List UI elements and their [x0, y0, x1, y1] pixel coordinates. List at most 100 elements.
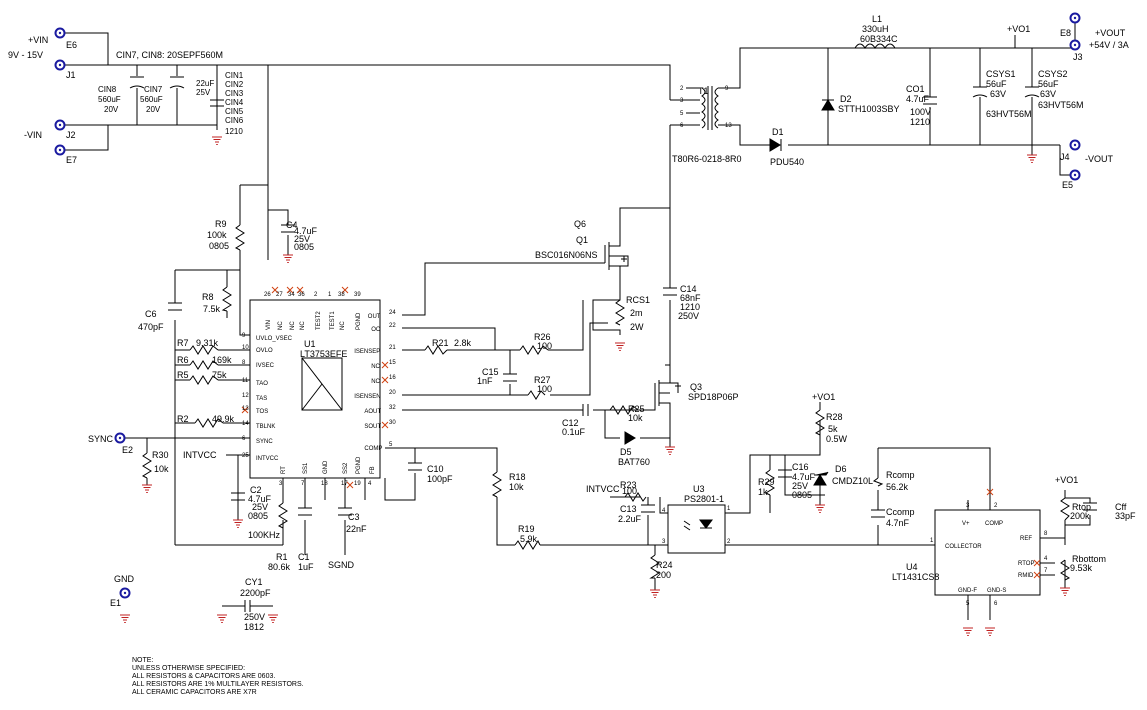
u4-pin3: 3: [966, 503, 970, 509]
c12-ref: C12: [562, 418, 579, 428]
u1-pin-uvlo_vsec: UVLO_VSEC: [256, 336, 293, 342]
u4-collector: COLLECTOR: [945, 544, 982, 550]
cy1-pkg: 1812: [244, 622, 264, 632]
notes: NOTE: UNLESS OTHERWISE SPECIFIED: ALL RE…: [132, 657, 304, 696]
u1-pinnum: 15: [389, 360, 396, 366]
t1-pin3: 3: [680, 98, 684, 104]
cin6: CIN6: [225, 116, 244, 125]
e6: E6: [66, 40, 77, 50]
q3-part: SPD18P06P: [688, 392, 739, 402]
c6-value: 470pF: [138, 322, 164, 332]
u1-pin-nc: NC: [371, 379, 380, 385]
q6-ref: Q6: [574, 219, 586, 229]
cin8-ref: CIN8: [98, 85, 117, 94]
u1-pin-vin: VIN: [266, 320, 272, 330]
cbank-volt: 25V: [196, 88, 211, 97]
c3-ref: C3: [348, 512, 360, 522]
u4-comp: COMP: [985, 521, 1003, 527]
r8-ref: R8: [202, 292, 214, 302]
c2-value: 4.7uF: [248, 494, 272, 504]
cy1-volt: 250V: [244, 612, 265, 622]
c10-value: 100pF: [427, 474, 453, 484]
u3-part: PS2801-1: [684, 494, 724, 504]
r21-ref: R21: [432, 338, 449, 348]
u1-pin-ovlo: OVLO: [256, 348, 273, 354]
r29-value: 1k: [758, 487, 768, 497]
u1-pin-pgnd: PGND: [356, 456, 362, 474]
c4-volt: 25V: [294, 234, 310, 244]
r8-value: 7.5k: [203, 304, 221, 314]
u3-pin4: 4: [662, 508, 666, 514]
r19-value: 5.9k: [520, 534, 538, 544]
c15-ref: C15: [482, 367, 499, 377]
e2: E2: [122, 445, 133, 455]
r30-ref: R30: [152, 450, 169, 460]
input-cap-labels: CIN7, CIN8: 20SEPF560M CIN8 560uF 20V CI…: [98, 50, 244, 136]
u1-pinnum: 12: [242, 393, 249, 399]
r28-power: 0.5W: [826, 434, 848, 444]
vin-range: 9V - 15V: [8, 50, 43, 60]
u1-pinnum: 26: [264, 292, 271, 298]
u4-ref: U4: [906, 562, 918, 572]
u1-pin-comp: COMP: [364, 446, 382, 452]
csys1-ref: CSYS1: [986, 69, 1016, 79]
feedback-labels: U3 PS2801-1 4 3 1 2 R23 100 C13 2.2uF R2…: [618, 412, 1136, 607]
u1-pinnum: 19: [354, 481, 361, 487]
c13-ref: C13: [620, 504, 637, 514]
d2-ref: D2: [840, 94, 852, 104]
l1-value: 330uH: [862, 24, 889, 34]
u4-ref-pin: REF: [1020, 536, 1032, 542]
u1-pin-tos: TOS: [256, 409, 268, 415]
intvcc-mid: INTVCC: [586, 484, 620, 494]
l1-part: 60B334C: [860, 34, 898, 44]
r26-ref: R26: [534, 332, 551, 342]
u1-pinnum: 27: [276, 292, 283, 298]
c14-value: 68nF: [680, 293, 701, 303]
c16-value: 4.7uF: [792, 472, 816, 482]
d1-ref: D1: [772, 127, 784, 137]
c4-pkg: 0805: [294, 242, 314, 252]
r24-value: 200: [656, 570, 671, 580]
cin1: CIN1: [225, 71, 244, 80]
u1-pinnum: 2: [314, 292, 318, 298]
t1-pin9: 9: [725, 86, 729, 92]
components: [129, 43, 1097, 620]
u1-pin-ss2: SS2: [343, 462, 349, 474]
co1-ref: CO1: [906, 84, 925, 94]
gnd-label: GND: [114, 574, 135, 584]
u1-pinnum: 30: [389, 420, 396, 426]
u1-pinnum: 24: [389, 310, 396, 316]
c1-ref: C1: [298, 552, 310, 562]
c15-value: 1nF: [477, 376, 493, 386]
d1-part: PDU540: [770, 157, 804, 167]
c13-value: 2.2uF: [618, 514, 642, 524]
u1-pin-tas: TAS: [256, 396, 267, 402]
u4-gnds: GND-S: [987, 588, 1006, 594]
u1-pin-nc: NC: [278, 321, 284, 330]
d6-part: CMDZ10L: [832, 476, 873, 486]
u1-pinnum: 13: [242, 406, 249, 412]
cff-ref: Cff: [1115, 502, 1127, 512]
u1-pin-gnd: GND: [323, 460, 329, 474]
u1-pinnum: 25: [242, 453, 249, 459]
u3-ref: U3: [693, 484, 705, 494]
cin7-volt: 20V: [146, 105, 161, 114]
u1-pin-nc: NC: [300, 321, 306, 330]
vout-label: +VOUT: [1095, 28, 1126, 38]
u1-pin-isensen: ISENSEN: [354, 394, 380, 400]
co1-value: 4.7uF: [906, 94, 930, 104]
r2-value: 49.9k: [212, 414, 235, 424]
u1-pin-ss1: SS1: [303, 462, 309, 474]
csys2-part: 63HVT56M: [1038, 100, 1084, 110]
controller-u1: U1 LT3753EFE VIN26NC27NC34NC36TEST22TEST…: [242, 292, 396, 487]
u1-pinnum: 22: [389, 323, 396, 329]
u1-pinnum: 38: [338, 292, 345, 298]
u1-pinnum: 11: [242, 378, 249, 384]
c2-pkg: 0805: [248, 511, 268, 521]
port-labels: +VIN 9V - 15V E6 J1 -VIN J2 E7 SYNC E2 G…: [8, 24, 1129, 608]
u1-pinnum: 9: [242, 333, 246, 339]
u4-vplus: V+: [962, 521, 970, 527]
note-line-4: ALL RESISTORS ARE 1% MULTILAYER RESISTOR…: [132, 681, 304, 688]
r18-value: 10k: [509, 482, 524, 492]
cin2: CIN2: [225, 80, 244, 89]
